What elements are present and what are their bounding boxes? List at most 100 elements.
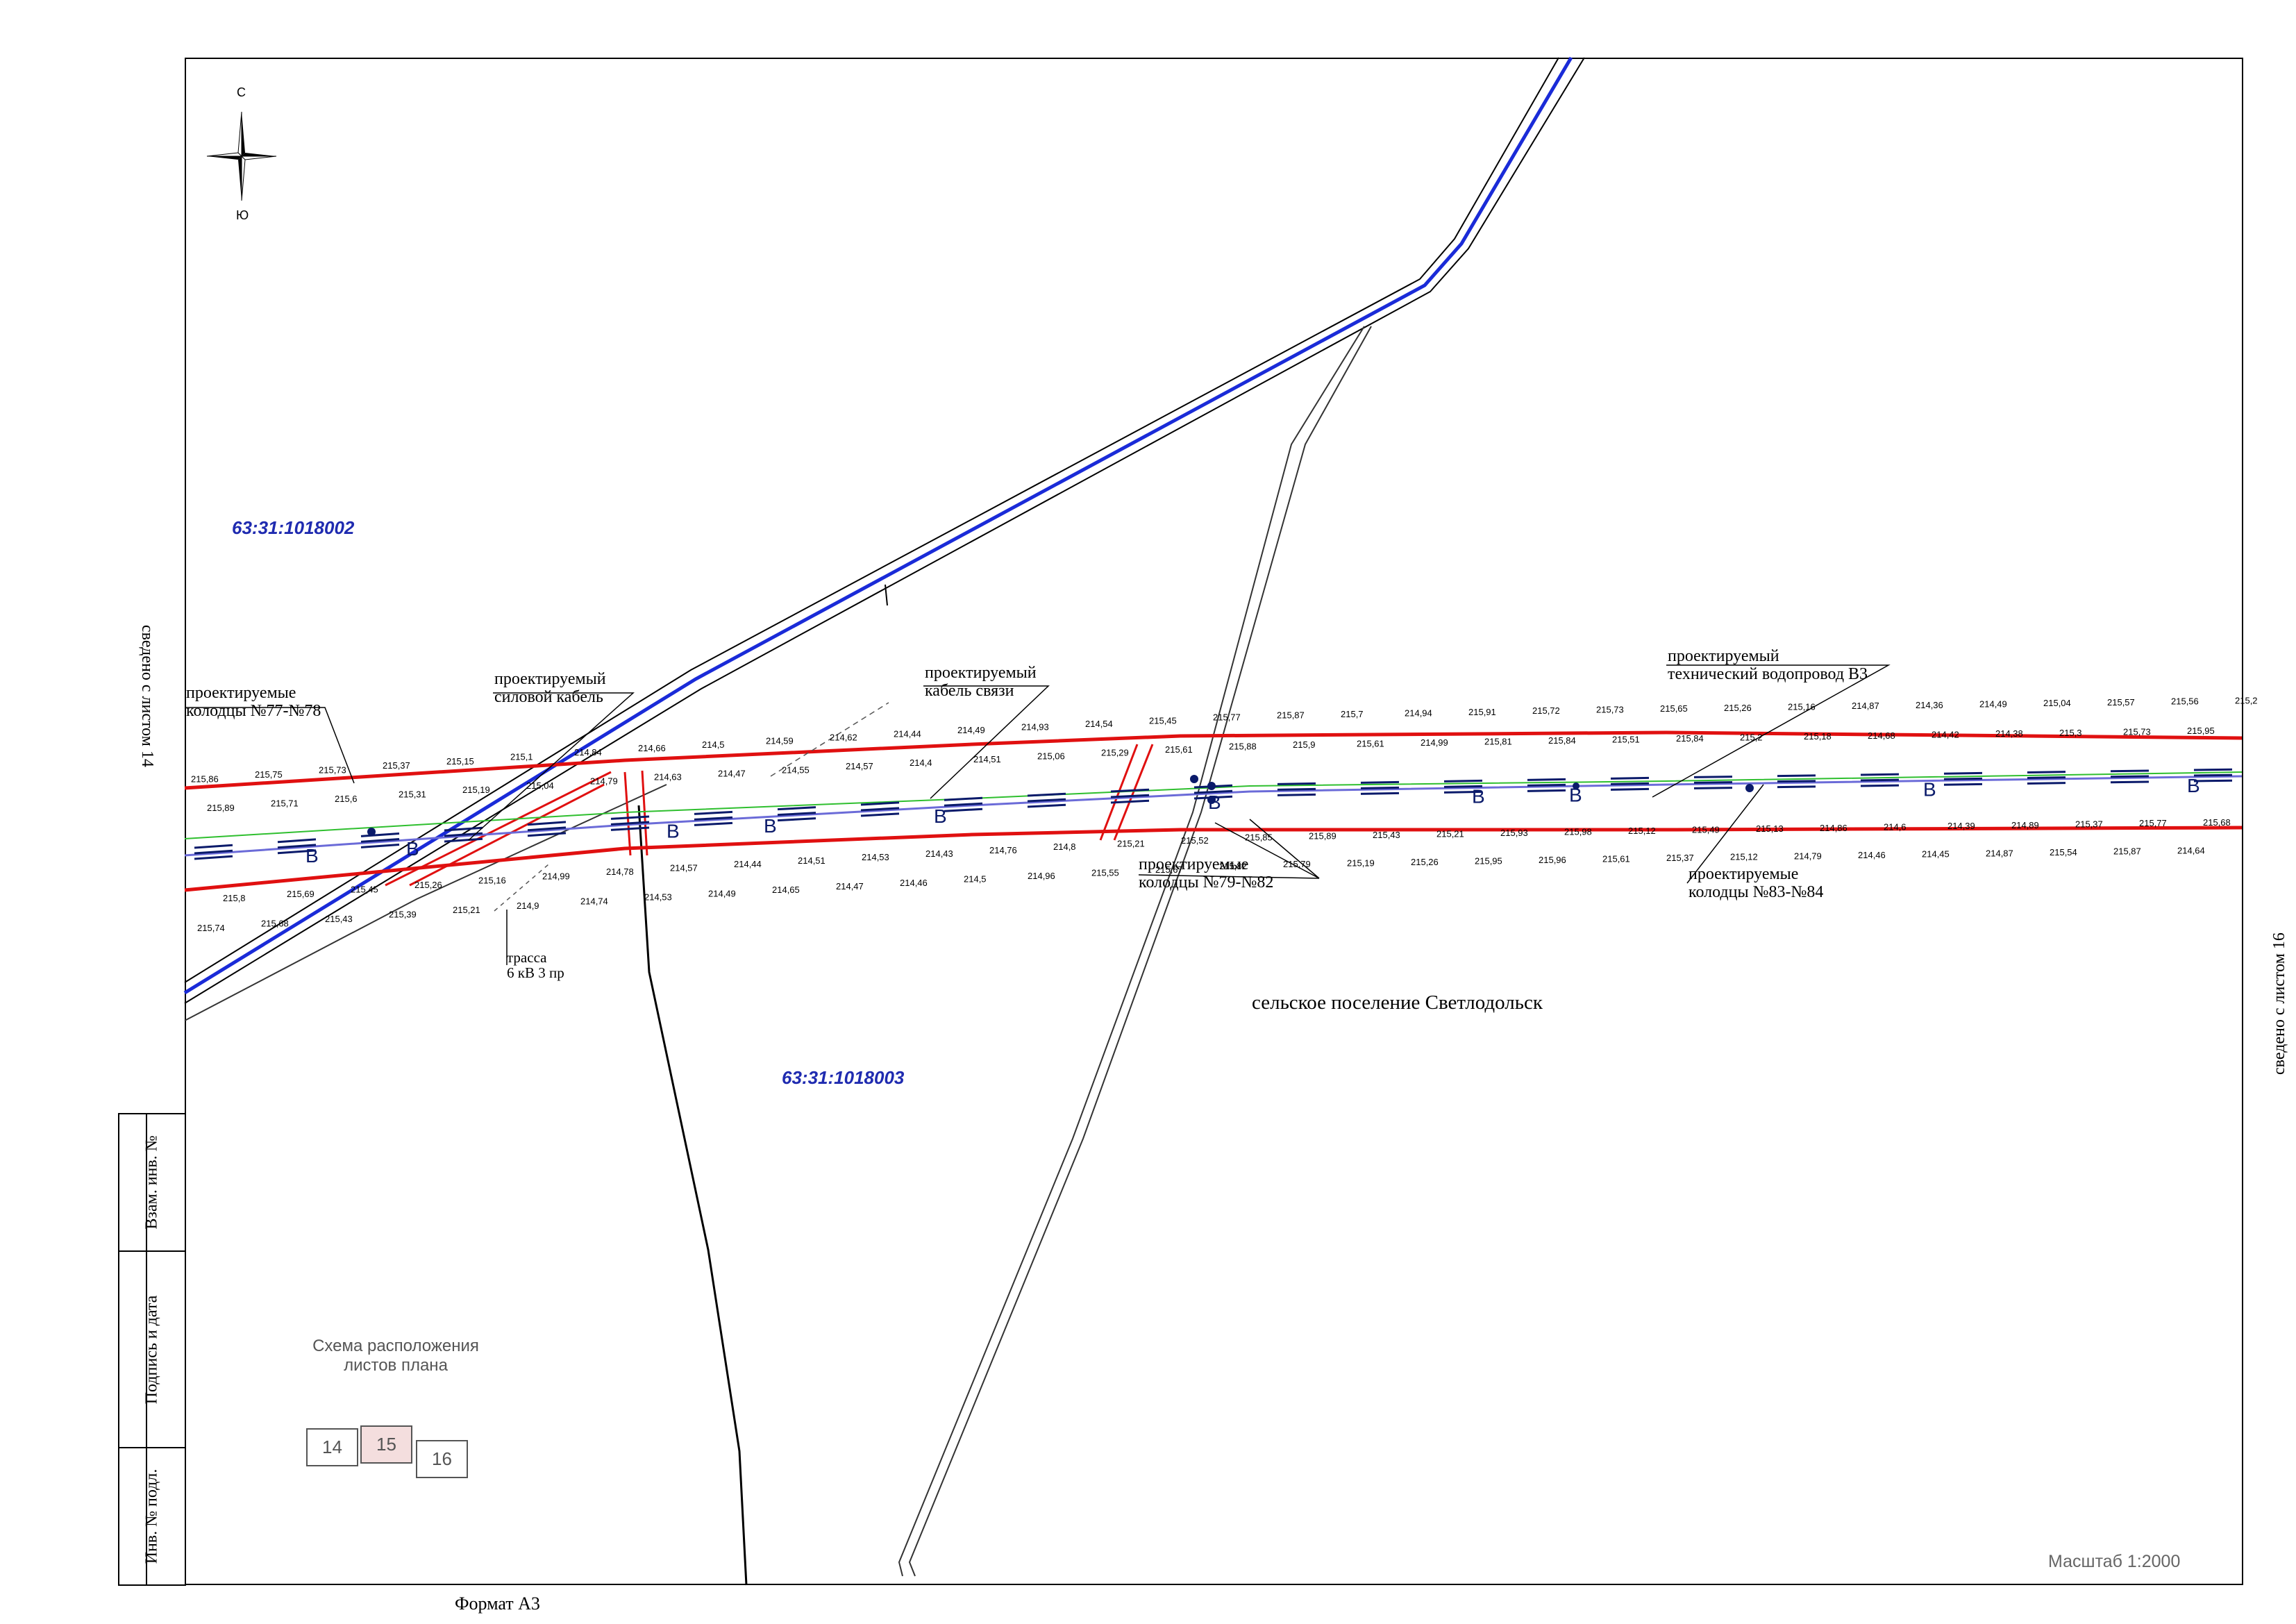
elevation-label: 215,89 <box>1309 831 1336 842</box>
elevation-label: 215,37 <box>383 760 410 771</box>
water-main-dash <box>1693 776 1733 778</box>
elevation-label: 215,73 <box>319 765 346 776</box>
elevation-label: 214,87 <box>1986 848 2013 858</box>
water-main-dash <box>2027 782 2066 785</box>
elevation-label: 214,45 <box>1922 849 1950 860</box>
elevation-label: 215,57 <box>2107 697 2135 708</box>
water-main-dash <box>1027 803 1066 808</box>
compass-north-label: С <box>237 85 246 99</box>
elevation-label: 215,71 <box>271 798 299 808</box>
stamp-inv: Инв. № подл. <box>118 1447 186 1586</box>
sheet-16[interactable]: 16 <box>416 1440 468 1478</box>
margin-right-note: сведено с листом 16 <box>2270 932 2288 1075</box>
elevation-label: 215,65 <box>1660 703 1688 714</box>
water-main-dash <box>694 821 733 826</box>
water-main-dash <box>610 821 650 826</box>
pipe-letter: В <box>1208 792 1221 813</box>
elevation-label: 214,46 <box>1858 850 1886 860</box>
elevation-label: 214,47 <box>836 881 864 891</box>
elevation-label: 214,66 <box>638 743 666 753</box>
elevation-label: 214,38 <box>1995 728 2023 739</box>
water-main-dash <box>527 832 567 837</box>
water-main-dash <box>1193 789 1233 794</box>
elevation-label: 214,6 <box>1884 821 1907 832</box>
elevation-label: 215,87 <box>2113 846 2141 857</box>
elevation-label: 214,44 <box>894 728 921 739</box>
elevation-label: 215,26 <box>1724 703 1752 713</box>
water-main-dash <box>444 826 483 832</box>
elevation-label: 214,49 <box>708 888 736 898</box>
elevation-label: 215,87 <box>1277 710 1305 720</box>
water-main-dash <box>360 832 400 837</box>
water-main-dash <box>277 838 317 844</box>
elevation-label: 215,86 <box>191 773 219 784</box>
elevation-label: 215,39 <box>389 910 417 920</box>
compass-rose-icon <box>206 111 277 201</box>
water-main-dash <box>1027 792 1066 797</box>
elevation-label: 215,45 <box>351 884 378 894</box>
water-main-dash <box>860 801 900 806</box>
elevation-label: 215,61 <box>1165 744 1193 755</box>
stamp-divider <box>146 1113 147 1586</box>
elevation-label: 214,43 <box>925 848 953 859</box>
elevation-label: 215,21 <box>1436 829 1464 839</box>
elevation-label: 215,31 <box>399 789 426 800</box>
elevation-label: 215,29 <box>1101 748 1129 758</box>
water-main-dash <box>610 826 650 831</box>
elevation-label: 215,06 <box>1037 751 1065 761</box>
elevation-label: 214,47 <box>718 768 746 778</box>
elevation-label: 215,37 <box>1666 853 1694 863</box>
water-main-dash <box>944 807 983 812</box>
elevation-label: 214,53 <box>862 852 889 862</box>
pipe-letter: В <box>934 805 947 827</box>
water-main-dash <box>777 806 816 811</box>
water-main-dash <box>2193 768 2233 771</box>
elevation-label: 215,43 <box>1373 830 1400 840</box>
elevation-label: 215,2 <box>2235 695 2258 705</box>
elevation-label: 215,75 <box>255 769 283 780</box>
margin-left-note: сведено с листом 14 <box>138 625 156 767</box>
water-main-dash <box>194 849 233 855</box>
compass-south-label: Ю <box>236 208 249 222</box>
water-main-dash <box>1443 785 1483 788</box>
elevation-label: 215,82 <box>1219 861 1247 871</box>
elevation-label: 214,42 <box>1932 729 1959 739</box>
elevation-label: 215,89 <box>207 803 235 813</box>
elevation-label: 214,79 <box>1794 851 1822 861</box>
elevation-label: 215,19 <box>462 785 490 795</box>
elevation-label: 215,61 <box>1357 738 1384 748</box>
elevation-label: 215,68 <box>261 918 289 928</box>
water-main-dash <box>1943 777 1983 780</box>
water-main-dash <box>777 812 816 817</box>
water-main-dash <box>360 838 400 843</box>
elevation-label: 214,5 <box>702 739 725 750</box>
water-main-dash <box>1860 784 1900 787</box>
comm-cable-line <box>770 702 889 777</box>
sheet-14[interactable]: 14 <box>306 1428 358 1466</box>
elevation-label: 215,52 <box>1181 835 1209 846</box>
water-main-dash <box>1943 782 1983 786</box>
water-main-dash <box>1777 780 1816 783</box>
elevation-label: 214,49 <box>1979 698 2007 709</box>
elevation-label: 215,16 <box>478 876 506 886</box>
elevation-label: 215,1 <box>510 751 533 762</box>
water-main-dash <box>694 810 733 815</box>
water-main-dash <box>194 844 233 849</box>
elevation-label: 214,55 <box>782 764 810 775</box>
elevation-label: 215,26 <box>414 880 442 890</box>
water-main-dash <box>1277 793 1316 796</box>
water-main-dashes <box>194 768 2233 860</box>
water-main-dash <box>1360 792 1400 795</box>
elevation-label: 214,74 <box>580 896 608 906</box>
water-main-dash <box>1110 794 1150 798</box>
elevation-label: 214,76 <box>989 845 1017 855</box>
pipe-letter: В <box>667 821 680 842</box>
elevation-label: 215,26 <box>1411 857 1439 867</box>
water-main-dash <box>1693 787 1733 789</box>
sheet-15[interactable]: 15 <box>360 1425 412 1464</box>
elevation-label: 215,72 <box>1532 705 1560 716</box>
pipe-letter: В <box>1569 784 1582 805</box>
water-main-dash <box>694 816 733 821</box>
elevation-label: 215,43 <box>325 914 353 924</box>
